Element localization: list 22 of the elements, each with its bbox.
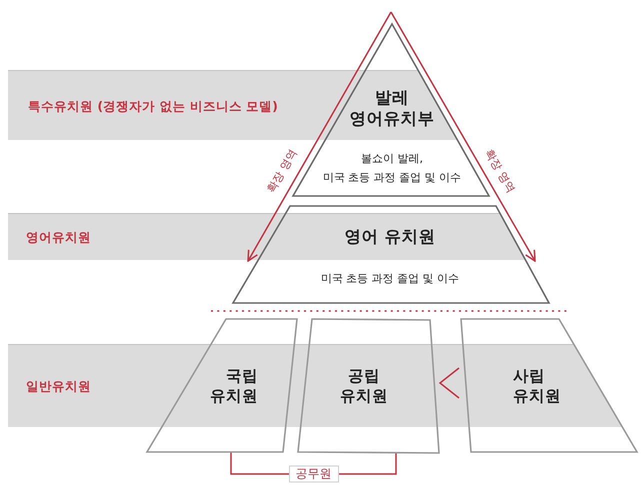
arrow	[390, 12, 536, 262]
trapezoid-shape	[298, 319, 439, 453]
trapezoid-shape	[147, 319, 297, 452]
edge-label: 확장 영역	[482, 148, 518, 196]
tier-label: 영어유치원	[26, 230, 91, 244]
trapezoid-shape	[461, 319, 637, 452]
tier-band	[8, 213, 232, 260]
edge-label: 확장 영역	[264, 148, 300, 196]
tier-band	[8, 344, 150, 427]
node-label: 사립 유치원	[513, 366, 562, 406]
tier-label: 특수유치원 (경쟁자가 없는 비즈니스 모델)	[28, 98, 278, 113]
tier-description: 볼쇼이 발레, 미국 초등 과정 졸업 및 이수	[322, 151, 462, 186]
node-label: 국립 유치원	[209, 366, 258, 406]
tier-title: 영어 유치원	[344, 226, 436, 248]
tier-description: 미국 초등 과정 졸업 및 이수	[320, 271, 460, 287]
trapezoid-shape	[233, 206, 549, 303]
node-label: 공립 유치원	[339, 366, 389, 406]
arrow	[247, 12, 392, 262]
tier-title: 발레 영어유치부	[348, 87, 436, 129]
tier-band	[8, 70, 305, 140]
edge-label: 공무원	[288, 466, 338, 482]
tier-label: 일반유치원	[26, 378, 91, 394]
